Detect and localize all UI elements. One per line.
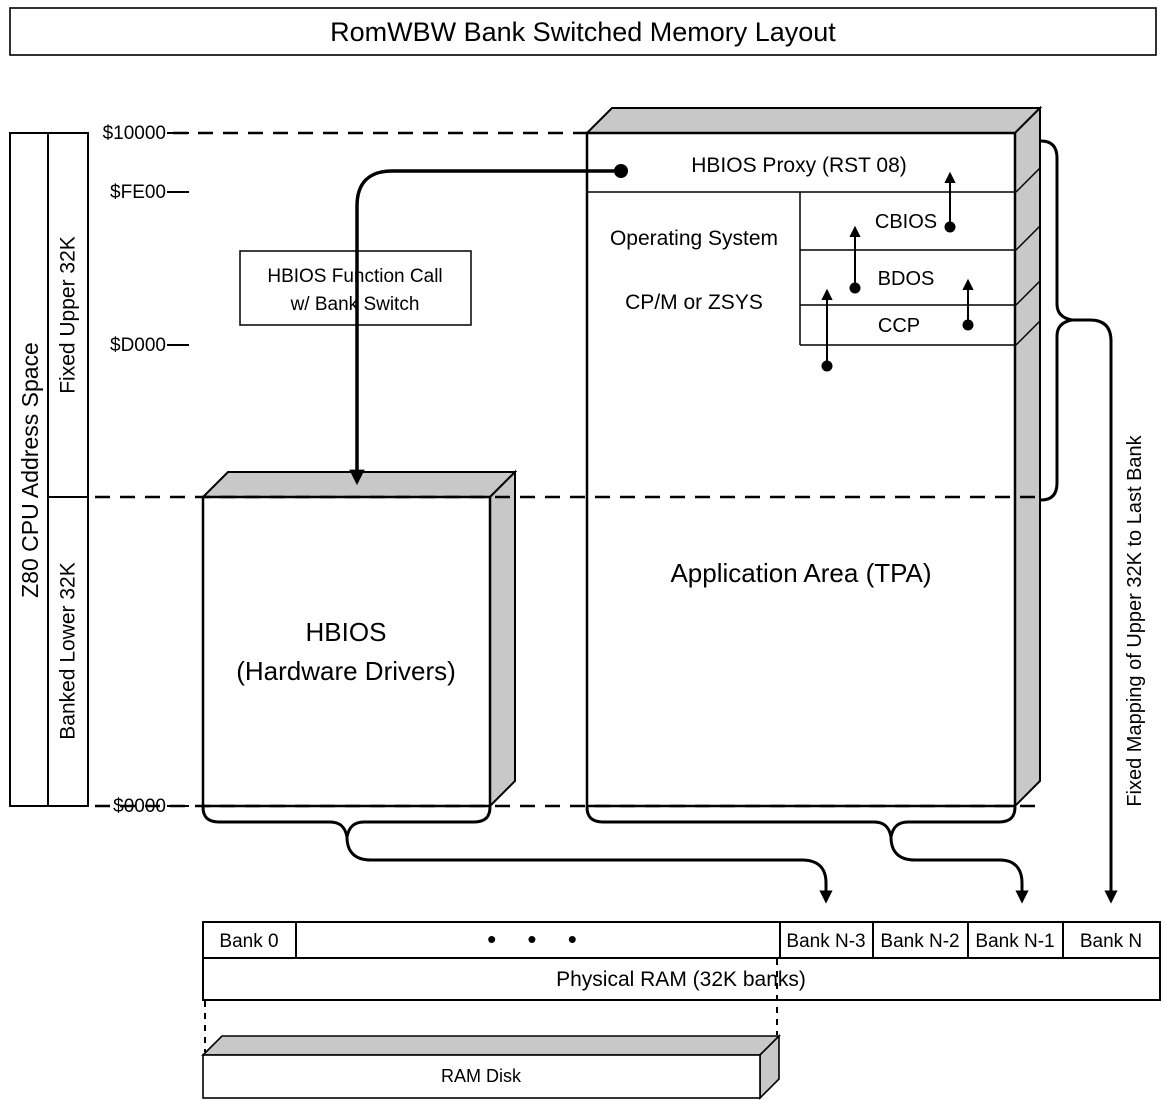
tpa-label: Application Area (TPA) (670, 558, 931, 588)
bank-ellipsis-dots: • • • (487, 924, 589, 954)
ram-disk-front (202, 1054, 761, 1099)
address-label-0000: $0000 (113, 796, 166, 817)
os-name-label: Operating System (610, 227, 778, 250)
address-label-10000: $10000 (103, 123, 166, 144)
bank-n1-connector-arrow (889, 836, 1029, 904)
main-box-front (585, 131, 1017, 808)
cpu-address-space-label: Z80 CPU Address Space (17, 342, 43, 598)
tpa-call-dot (821, 360, 833, 372)
bank-n3-label: Bank N-3 (786, 931, 865, 952)
face-division-line-4 (1015, 320, 1041, 346)
bank-middle-cell (295, 921, 781, 959)
os-type-label: CP/M or ZSYS (625, 291, 763, 314)
face-division-line-1 (1015, 167, 1041, 193)
fixed-mapping-note: Fixed Mapping of Upper 32K to Last Bank (1124, 434, 1146, 806)
ccp-call-dot (962, 319, 974, 331)
hbios-proxy-label: HBIOS Proxy (RST 08) (691, 154, 907, 177)
ram-disk-label: RAM Disk (441, 1066, 522, 1086)
bank-n2-cell (872, 921, 969, 959)
bank-n-connector-arrow (1072, 318, 1118, 904)
main-box-top-face (584, 107, 1043, 134)
address-label-fe00: $FE00 (110, 182, 166, 203)
main-box-right-face (1014, 105, 1041, 809)
callout-line2: w/ Bank Switch (290, 294, 420, 315)
banked-lower-box (47, 496, 89, 807)
hbios-box-right-face (489, 469, 516, 809)
callout-line1: HBIOS Function Call (267, 266, 442, 287)
cbios-label: CBIOS (875, 211, 937, 233)
physical-ram-bar (202, 957, 1161, 1001)
ram-disk-top-face (201, 1035, 781, 1056)
title-box (9, 7, 1157, 56)
hbios-box-top-face (200, 471, 518, 498)
upper-32k-brace (1040, 139, 1073, 502)
bdos-label: BDOS (878, 268, 935, 290)
hbios-box-front (201, 495, 492, 808)
bank-n3-connector-arrow (345, 836, 833, 904)
hbios-brace (201, 806, 492, 838)
bank-n2-label: Bank N-2 (880, 931, 959, 952)
bank-n-cell (1062, 921, 1161, 959)
bank-n-label: Bank N (1080, 931, 1142, 952)
bank-0-label: Bank 0 (219, 931, 278, 952)
diagram-title: RomWBW Bank Switched Memory Layout (330, 17, 836, 47)
ccp-label: CCP (878, 315, 920, 337)
address-label-d000: $D000 (110, 335, 166, 356)
bdos-call-dot (849, 282, 861, 294)
bank-n1-label: Bank N-1 (975, 931, 1054, 952)
bank-switch-arrow (349, 169, 621, 486)
face-division-line-2 (1015, 225, 1041, 251)
fixed-upper-label: Fixed Upper 32K (57, 236, 80, 394)
face-division-line-3 (1015, 280, 1041, 306)
hbios-subtitle-label: (Hardware Drivers) (236, 656, 456, 686)
hbios-title-label: HBIOS (306, 617, 387, 647)
physical-ram-label: Physical RAM (32K banks) (556, 968, 806, 991)
cpu-address-space-box (9, 132, 49, 807)
tpa-brace (585, 806, 1017, 838)
banked-lower-label: Banked Lower 32K (57, 562, 80, 739)
cbios-call-dot (944, 221, 956, 233)
